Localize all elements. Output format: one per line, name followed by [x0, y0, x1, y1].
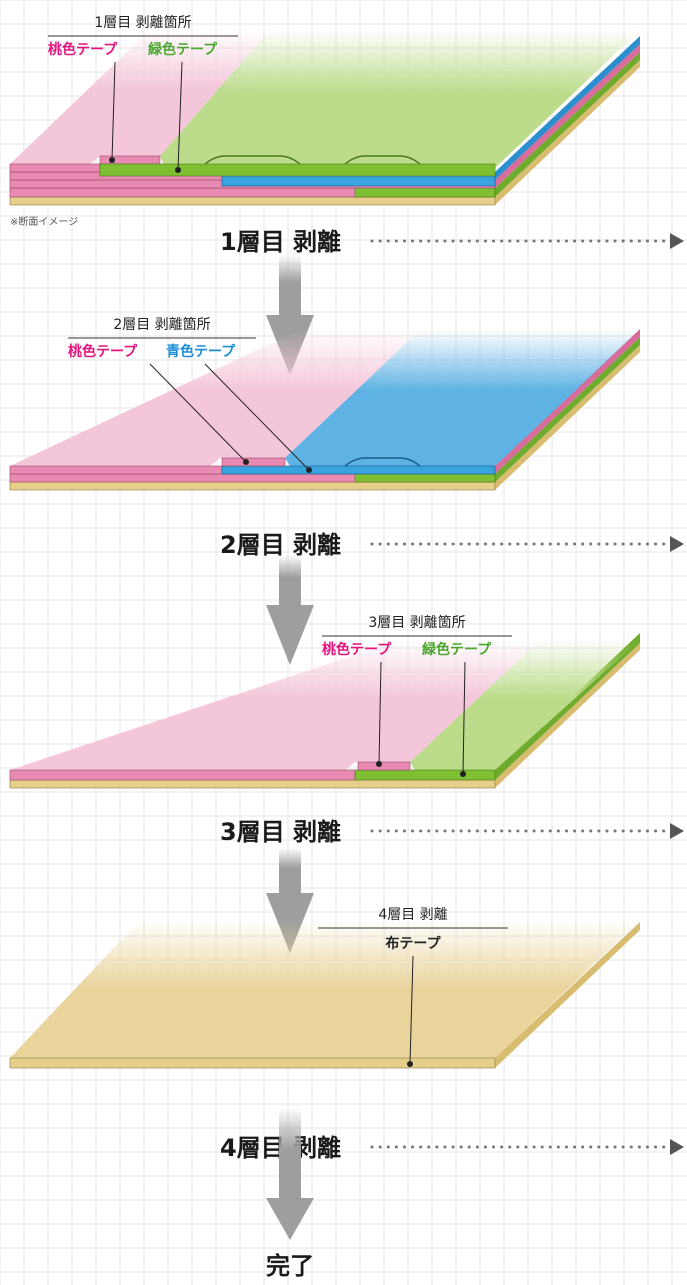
stage-3-pink-marker [376, 761, 382, 767]
step-2-dotted-arrow [370, 536, 684, 552]
stage-1-layer-stack [9, 30, 640, 206]
step-4-arrow-head-icon [670, 1139, 684, 1155]
step-3-arrow-head-icon [670, 823, 684, 839]
step-1-dotted-arrow [370, 233, 684, 249]
stage-1-green-leader [177, 61, 183, 171]
stage-1-title: 1層目 剥離箇所 [94, 14, 191, 31]
down-arrow-2-icon [266, 555, 314, 665]
step-1-label: 1層目 剥離 [220, 228, 341, 256]
stage-2: 2層目 剥離箇所 桃色テープ 青色テープ 2層目 剥離 [9, 316, 684, 559]
stage-4: 4層目 剥離 布テープ 4層目 剥離 [9, 906, 684, 1162]
stage-4-cloth-marker [407, 1061, 413, 1067]
stage-1-green-label: 緑色テープ [148, 41, 218, 58]
stage-2-pink-leader [149, 363, 247, 463]
stage-3-green-label: 緑色テープ [422, 641, 492, 658]
stage-2-blue-label: 青色テープ [166, 343, 236, 360]
stage-2-blue-marker [306, 467, 312, 473]
step-1-arrow-head-icon [670, 233, 684, 249]
stage-1-pink-marker [109, 157, 115, 163]
step-4-dotted-arrow [370, 1139, 684, 1155]
stage-1-green-marker [175, 167, 181, 173]
section-note: ※断面イメージ [10, 215, 78, 228]
stage-2-blue-leader [204, 363, 310, 471]
stage-3-green-marker [460, 771, 466, 777]
stage-3-pink-leader [378, 661, 382, 765]
stage-3-green-leader [462, 661, 466, 775]
final-label: 完了 [266, 1252, 314, 1280]
stage-1-pink-label: 桃色テープ [48, 41, 118, 58]
step-3-label: 3層目 剥離 [220, 818, 341, 846]
stage-1: 1層目 剥離箇所 桃色テープ 緑色テープ ※断面イメージ 1層目 剥離 [9, 14, 684, 256]
stage-2-layer-stack [9, 329, 640, 491]
stage-4-layer-stack [9, 920, 640, 1069]
stage-2-pink-label: 桃色テープ [68, 343, 138, 360]
step-2-arrow-head-icon [670, 536, 684, 552]
stage-4-cloth-leader [409, 955, 414, 1065]
stage-3-pink-label: 桃色テープ [322, 641, 392, 658]
stage-3-layer-stack [9, 633, 640, 789]
stage-3-title: 3層目 剥離箇所 [368, 614, 465, 631]
stage-3: 3層目 剥離箇所 桃色テープ 緑色テープ 3層目 剥離 [9, 614, 684, 846]
step-3-dotted-arrow [370, 823, 684, 839]
step-2-label: 2層目 剥離 [220, 531, 341, 559]
down-arrow-4-icon [266, 1108, 314, 1240]
stage-2-title: 2層目 剥離箇所 [113, 316, 210, 333]
stage-4-cloth-label: 布テープ [385, 935, 441, 952]
stage-2-pink-marker [243, 459, 249, 465]
stage-4-title: 4層目 剥離 [378, 906, 447, 923]
stage-1-pink-leader [111, 61, 116, 161]
